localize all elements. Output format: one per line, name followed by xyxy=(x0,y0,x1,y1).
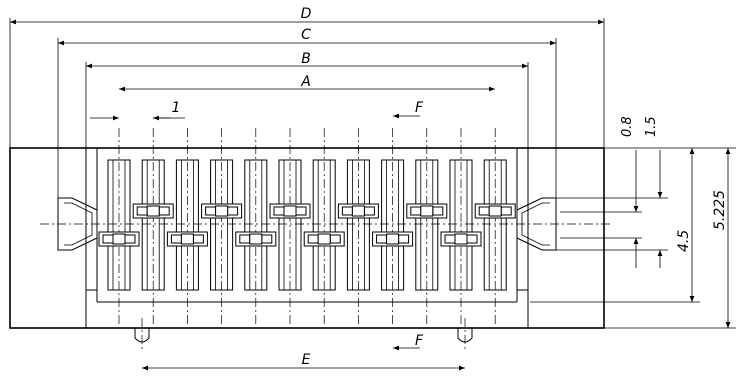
contact-clamp-tab xyxy=(329,234,341,244)
label-1-5: 1.5 xyxy=(644,116,659,137)
contact-clamp-tab xyxy=(410,206,422,216)
left-latch xyxy=(57,197,98,251)
contact-clamp-center xyxy=(283,205,297,217)
contact-clamp-center xyxy=(112,233,126,245)
contact-clamp-tab xyxy=(124,234,136,244)
contact-clamp-tab xyxy=(307,234,319,244)
contact-clamp-tab xyxy=(295,206,307,216)
contact-clamp-center xyxy=(420,205,434,217)
contact-clamp-center xyxy=(249,233,263,245)
contact-clamp-tab xyxy=(158,206,170,216)
label-pitch: 1 xyxy=(172,100,181,116)
contact-clamp-tab xyxy=(398,234,410,244)
dimensions-bottom: E F xyxy=(142,333,465,371)
contact-clamp-tab xyxy=(478,206,490,216)
contact-clamp-center xyxy=(146,205,160,217)
contact-clamp-tab xyxy=(466,234,478,244)
contact-clamp-center xyxy=(488,205,502,217)
contacts-group xyxy=(98,128,516,325)
contact-clamp-center xyxy=(180,233,194,245)
contact-clamp-tab xyxy=(102,234,114,244)
contact-clamp-center xyxy=(351,205,365,217)
contact-clamp-center xyxy=(454,233,468,245)
label-D: D xyxy=(301,6,312,22)
contact-clamp-tab xyxy=(444,234,456,244)
label-B: B xyxy=(301,51,311,67)
dimensions-top: D C B A 1 F xyxy=(9,6,605,198)
label-E: E xyxy=(302,352,311,368)
contact-clamp-tab xyxy=(239,234,251,244)
contact-clamp-center xyxy=(215,205,229,217)
contact-clamp-tab xyxy=(432,206,444,216)
contact-clamp-tab xyxy=(170,234,182,244)
label-0-8: 0.8 xyxy=(620,116,635,137)
label-F-top: F xyxy=(415,100,424,116)
contact-clamp-tab xyxy=(376,234,388,244)
contact-clamp-tab xyxy=(363,206,375,216)
contact-clamp-tab xyxy=(261,234,273,244)
label-F-bottom: F xyxy=(415,333,424,349)
label-5-225: 5.225 xyxy=(712,190,728,230)
contact-clamp-center xyxy=(386,233,400,245)
label-C: C xyxy=(301,27,311,43)
contact-clamp-tab xyxy=(227,206,239,216)
contact-clamp-tab xyxy=(205,206,217,216)
contact-clamp-tab xyxy=(273,206,285,216)
label-4-5: 4.5 xyxy=(676,230,692,252)
contact-clamp-tab xyxy=(192,234,204,244)
contact-clamp-tab xyxy=(341,206,353,216)
label-A: A xyxy=(300,74,311,90)
contact-clamp-tab xyxy=(500,206,512,216)
mounting-pegs xyxy=(134,318,473,352)
dimensions-right: 0.8 1.5 4.5 5.225 xyxy=(530,116,736,329)
contact-clamp-tab xyxy=(136,206,148,216)
contact-clamp-center xyxy=(317,233,331,245)
